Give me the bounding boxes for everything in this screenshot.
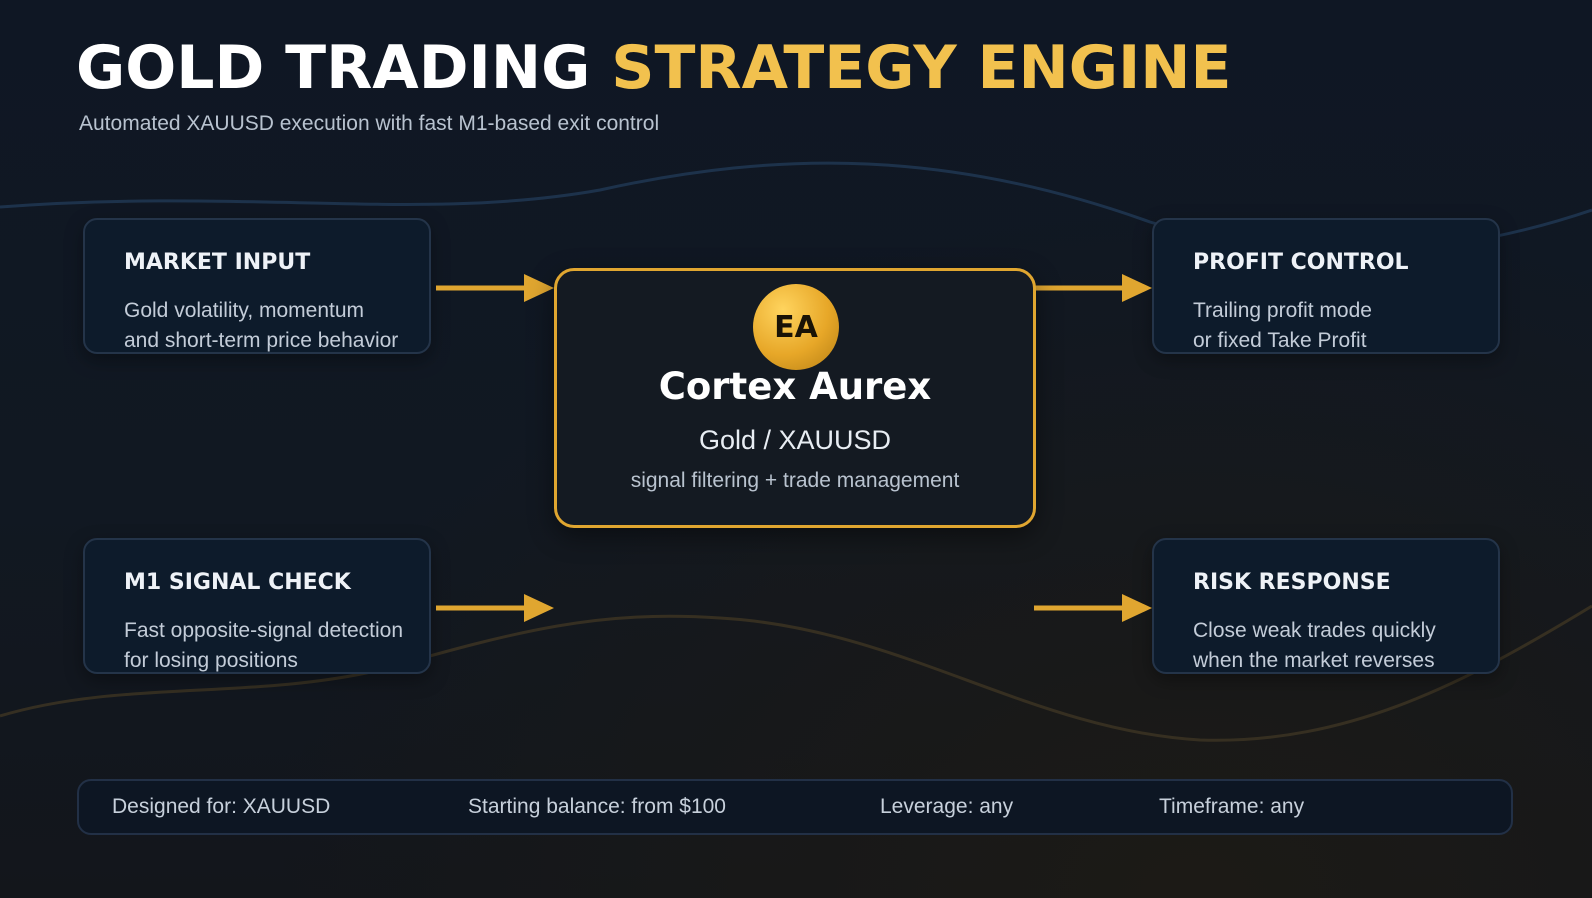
card-description-line: Gold volatility, momentum — [124, 299, 365, 322]
title-gold-part: STRATEGY ENGINE — [611, 33, 1232, 103]
arrow-m1-signal-to-ea — [436, 594, 554, 622]
page-subtitle: Automated XAUUSD execution with fast M1-… — [79, 112, 660, 135]
card-description-line: and short-term price behavior — [124, 329, 399, 352]
card-description-line: Close weak trades quickly — [1193, 619, 1436, 642]
footer-designed-for: Designed for: XAUUSD — [112, 795, 331, 818]
m1-signal-check-card: M1 SIGNAL CHECK Fast opposite-signal det… — [83, 538, 431, 674]
footer-info-bar: Designed for: XAUUSD Starting balance: f… — [77, 779, 1513, 835]
arrow-ea-to-risk-response — [1034, 594, 1152, 622]
card-description: Gold volatility, momentum and short-term… — [124, 296, 424, 356]
arrow-ea-to-profit-control — [1034, 274, 1152, 302]
card-description-line: Fast opposite-signal detection — [124, 619, 403, 642]
ea-center-block: EA Cortex Aurex Gold / XAUUSD signal fil… — [554, 268, 1036, 528]
footer-starting-balance: Starting balance: from $100 — [468, 795, 726, 818]
footer-timeframe: Timeframe: any — [1159, 795, 1305, 818]
card-title: RISK RESPONSE — [1193, 570, 1391, 595]
ea-badge: EA — [753, 284, 839, 370]
title-white-part: GOLD TRADING — [76, 33, 591, 103]
ea-name: Cortex Aurex — [658, 365, 932, 408]
profit-control-card: PROFIT CONTROL Trailing profit mode or f… — [1152, 218, 1500, 354]
card-title: MARKET INPUT — [124, 250, 311, 275]
ea-pair: Gold / XAUUSD — [698, 425, 892, 455]
card-title: PROFIT CONTROL — [1193, 250, 1409, 275]
card-description: Trailing profit mode or fixed Take Profi… — [1193, 296, 1493, 356]
card-description: Close weak trades quickly when the marke… — [1193, 616, 1493, 676]
page-title: GOLD TRADING STRATEGY ENGINE — [76, 30, 1232, 106]
footer-leverage: Leverage: any — [880, 795, 1014, 818]
card-description-line: or fixed Take Profit — [1193, 329, 1367, 352]
gold-wave-line — [0, 604, 1592, 742]
card-description-line: for losing positions — [124, 649, 298, 672]
ea-description: signal filtering + trade management — [630, 469, 960, 492]
market-input-card: MARKET INPUT Gold volatility, momentum a… — [83, 218, 431, 354]
card-description-line: when the market reverses — [1193, 649, 1435, 672]
card-title: M1 SIGNAL CHECK — [124, 570, 351, 595]
card-description: Fast opposite-signal detection for losin… — [124, 616, 424, 676]
arrow-market-input-to-ea — [436, 274, 554, 302]
card-description-line: Trailing profit mode — [1193, 299, 1372, 322]
risk-response-card: RISK RESPONSE Close weak trades quickly … — [1152, 538, 1500, 674]
